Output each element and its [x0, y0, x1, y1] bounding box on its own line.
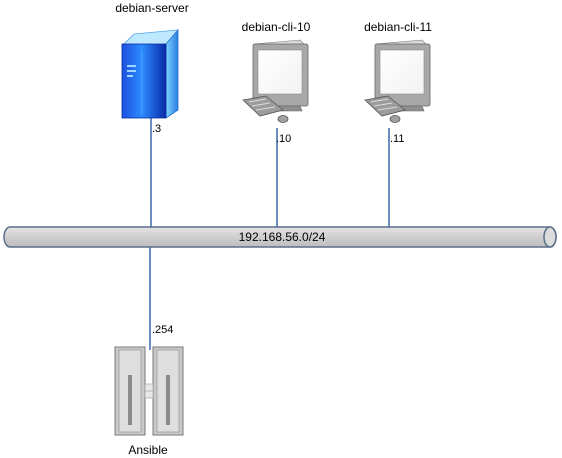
node-label-ansible: Ansible: [128, 443, 168, 457]
server-tower-icon[interactable]: [120, 28, 179, 119]
workstation-icon[interactable]: [364, 39, 431, 123]
ip-cli11: .11: [390, 133, 404, 145]
node-label-cli11: debian-cli-11: [364, 20, 432, 34]
network-bus: [3, 226, 557, 248]
rack-server-icon[interactable]: [114, 346, 184, 436]
ip-cli10: .10: [276, 133, 291, 145]
network-label: 192.168.56.0/24: [239, 230, 326, 244]
node-label-cli10: debian-cli-10: [242, 20, 311, 34]
workstation-icon[interactable]: [242, 39, 309, 123]
node-label-server: debian-server: [115, 1, 188, 15]
ip-ansible: .254: [152, 324, 173, 336]
ip-server: .3: [152, 123, 161, 135]
